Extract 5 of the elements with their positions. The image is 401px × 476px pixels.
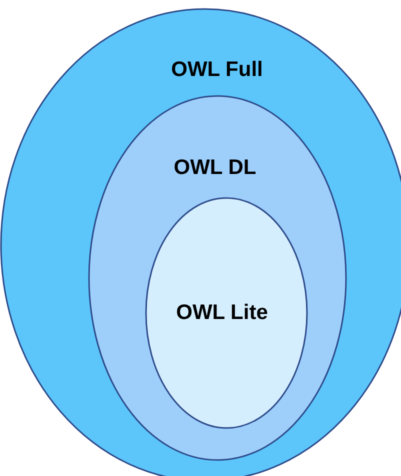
set-label: OWL Full	[171, 58, 263, 82]
set-label: OWL Lite	[176, 301, 268, 325]
middle-ellipse	[88, 95, 347, 461]
set-label: OWL DL	[174, 156, 256, 180]
inner-ellipse	[145, 197, 308, 429]
